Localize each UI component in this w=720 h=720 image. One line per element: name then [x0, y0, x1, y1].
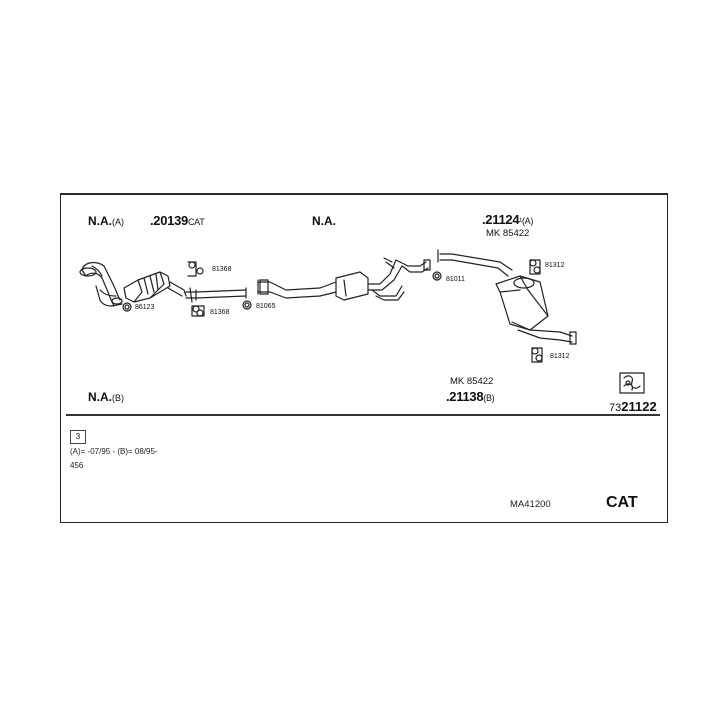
- clamp-label-81011: 81011: [446, 276, 465, 283]
- section-divider: [66, 414, 660, 416]
- kit-code: MA41200: [510, 499, 551, 510]
- clamp-label-81312-bottom: 81312: [550, 353, 570, 360]
- na-label-mid: N.A.: [312, 214, 336, 228]
- rear-part-number: .21124: [482, 212, 520, 227]
- na-b-text: N.A.: [88, 390, 112, 404]
- clamp-label-81065: 81065: [256, 303, 276, 310]
- diagram-frame: [60, 194, 668, 523]
- lower-part-number: .21138: [446, 389, 484, 404]
- rear-part-label: .21124¹(A): [482, 212, 533, 227]
- rear-part-suffix: ¹(A): [519, 216, 534, 226]
- intermediate-pipe: [185, 287, 247, 303]
- rear-silencer: [437, 249, 577, 345]
- note-badge: 3: [70, 430, 86, 444]
- clamp-label-86123: 86123: [135, 304, 155, 311]
- lower-part-label: .21138(B): [446, 389, 495, 404]
- cat-part-number: .20139: [150, 213, 188, 228]
- clamp-label-81312-top: 81312: [545, 262, 565, 269]
- note-line-1: (A)= -07/95 - (B)= 08/95-: [70, 447, 158, 456]
- reference-number: 7321122: [609, 399, 657, 414]
- reference-icon-shape: [619, 372, 645, 394]
- na-label-a: N.A.(A): [88, 214, 124, 228]
- ref-prefix: 73: [609, 402, 622, 414]
- note-line-2: 456: [70, 461, 84, 470]
- na-label-b: N.A.(B): [88, 390, 124, 404]
- clamp-label-81368-top: 81368: [212, 266, 232, 273]
- na-b-suffix: (B): [112, 393, 124, 403]
- rear-mk-label: MK 85422: [486, 228, 530, 239]
- front-downpipe: [79, 261, 123, 307]
- cat-label: CAT: [606, 494, 638, 511]
- lower-part-suffix: (B): [483, 393, 495, 403]
- clamps-and-rings: [122, 259, 543, 363]
- na-a-suffix: (A): [112, 217, 124, 227]
- lower-mk-label: MK 85422: [450, 376, 494, 387]
- cat-part-suffix: CAT: [187, 217, 205, 227]
- middle-pipe-silencer: [257, 257, 431, 301]
- catalytic-converter: [123, 271, 187, 303]
- ref-number: 21122: [621, 399, 657, 414]
- na-a-text: N.A.: [88, 214, 112, 228]
- cat-part-label: .20139CAT: [150, 213, 205, 228]
- clamp-label-81368-bottom: 81368: [210, 309, 230, 316]
